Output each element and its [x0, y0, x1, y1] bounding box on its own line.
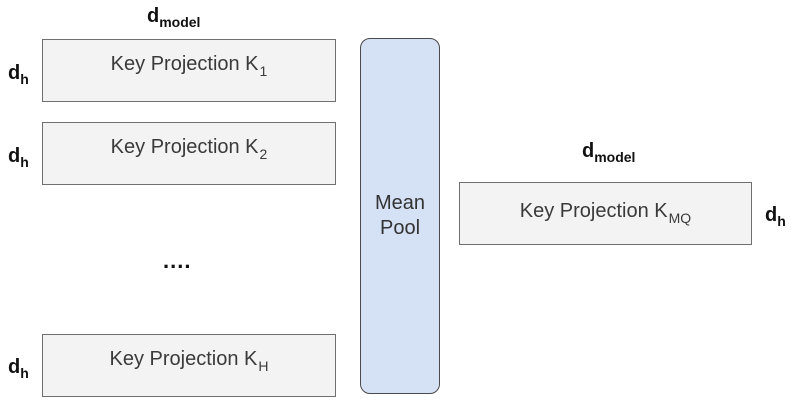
dmodel-sub: model	[159, 14, 201, 30]
dmodel-sub: model	[594, 149, 636, 165]
dh-sub: h	[20, 71, 29, 87]
dh-sub: h	[20, 365, 29, 381]
mean-pool-line1: Mean	[374, 192, 426, 214]
dh-d: d	[8, 356, 21, 378]
ellipsis: ....	[163, 248, 192, 273]
dmodel-d: d	[582, 140, 595, 162]
key-projection-mq-box: Key Projection KMQ	[459, 182, 752, 245]
key-projection-box-h: Key Projection KH	[42, 334, 336, 397]
dh-label-1: dh	[8, 62, 29, 87]
dmodel-label-left: dmodel	[147, 5, 201, 30]
mean-pool-line2: Pool	[379, 217, 421, 239]
dmodel-label-right: dmodel	[582, 140, 636, 165]
key-projection-box-1: Key Projection K1	[42, 39, 336, 102]
key-projection-label-1: Key Projection K1	[110, 53, 268, 79]
key-projection-label-h: Key Projection KH	[109, 348, 269, 374]
dh-sub: h	[777, 213, 786, 229]
dh-d: d	[8, 62, 21, 84]
dh-label-h: dh	[8, 356, 29, 381]
key-projection-mq-label: Key Projection KMQ	[519, 200, 692, 226]
dh-d: d	[765, 204, 778, 226]
dh-label-mq: dh	[765, 204, 786, 229]
key-projection-box-2: Key Projection K2	[42, 122, 336, 185]
key-projection-label-2: Key Projection K2	[110, 136, 268, 162]
dh-label-2: dh	[8, 145, 29, 170]
dh-sub: h	[20, 154, 29, 170]
dmodel-d: d	[147, 5, 160, 27]
mean-pool-box: Mean Pool	[360, 38, 440, 394]
dh-d: d	[8, 145, 21, 167]
